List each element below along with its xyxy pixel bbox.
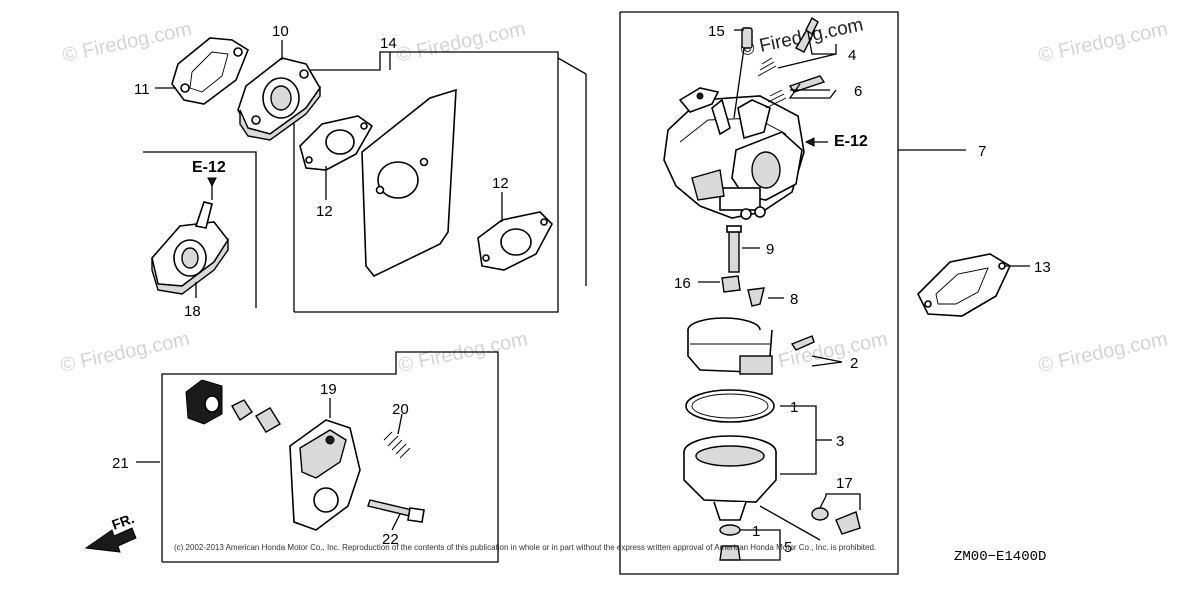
watermark-text: © Firedog.com [1036,328,1169,377]
diagram-code: ZM00−E1400D [954,549,1046,565]
callout-15: 15 [708,23,725,40]
callout-14: 14 [380,35,397,52]
part-11-gasket [171,37,249,105]
callout-18: 18 [184,303,201,320]
float-bowl [683,389,777,521]
callout-20: 20 [392,401,409,418]
part-13-gasket [917,253,1012,317]
watermark-text: © Firedog.com [394,18,527,67]
float-assembly [687,317,815,375]
part-18-fitting [151,201,229,295]
callout-1: 1 [790,399,798,416]
callout-11: 11 [134,81,150,98]
callout-12: 12 [316,203,333,220]
callout-12: 12 [492,175,509,192]
copyright-notice: (c) 2002-2013 American Honda Motor Co., … [174,543,876,552]
reference-e12-right: E-12 [834,133,868,150]
reference-e12-left: E-12 [192,159,226,176]
callout-5: 5 [784,539,792,556]
callout-19: 19 [320,381,337,398]
watermark-text: © Firedog.com [58,328,191,377]
watermark-text: © Firedog.com [1036,18,1169,67]
direction-arrow: FR. [84,510,137,553]
governor-assembly [185,379,425,531]
callout-16: 16 [674,275,691,292]
watermark-text: © Firedog.com [756,328,889,377]
callout-1: 1 [752,523,760,540]
callout-10: 10 [272,23,289,40]
callout-22: 22 [382,531,399,548]
callout-17: 17 [836,475,853,492]
callout-6: 6 [854,83,862,100]
watermark-text: © Firedog.com [60,18,193,67]
carburetor-body [663,87,805,220]
part-12-gasket [477,211,553,271]
callout-2: 2 [850,355,858,372]
direction-label: FR. [110,510,137,533]
callout-8: 8 [790,291,798,308]
reference-arrows [207,137,815,188]
callout-numbers: 11 10 14 12 12 18 15 4 6 7 9 16 8 13 2 1… [112,23,1051,556]
callout-4: 4 [848,47,856,64]
callout-21: 21 [112,455,129,472]
callout-3: 3 [836,433,844,450]
part-10-insulator [237,57,321,141]
callout-13: 13 [1034,259,1051,276]
callout-9: 9 [766,241,774,258]
part-14-plate [299,88,457,277]
carb-jets [721,225,765,307]
callout-7: 7 [978,143,986,160]
leader-lines [136,29,1030,561]
